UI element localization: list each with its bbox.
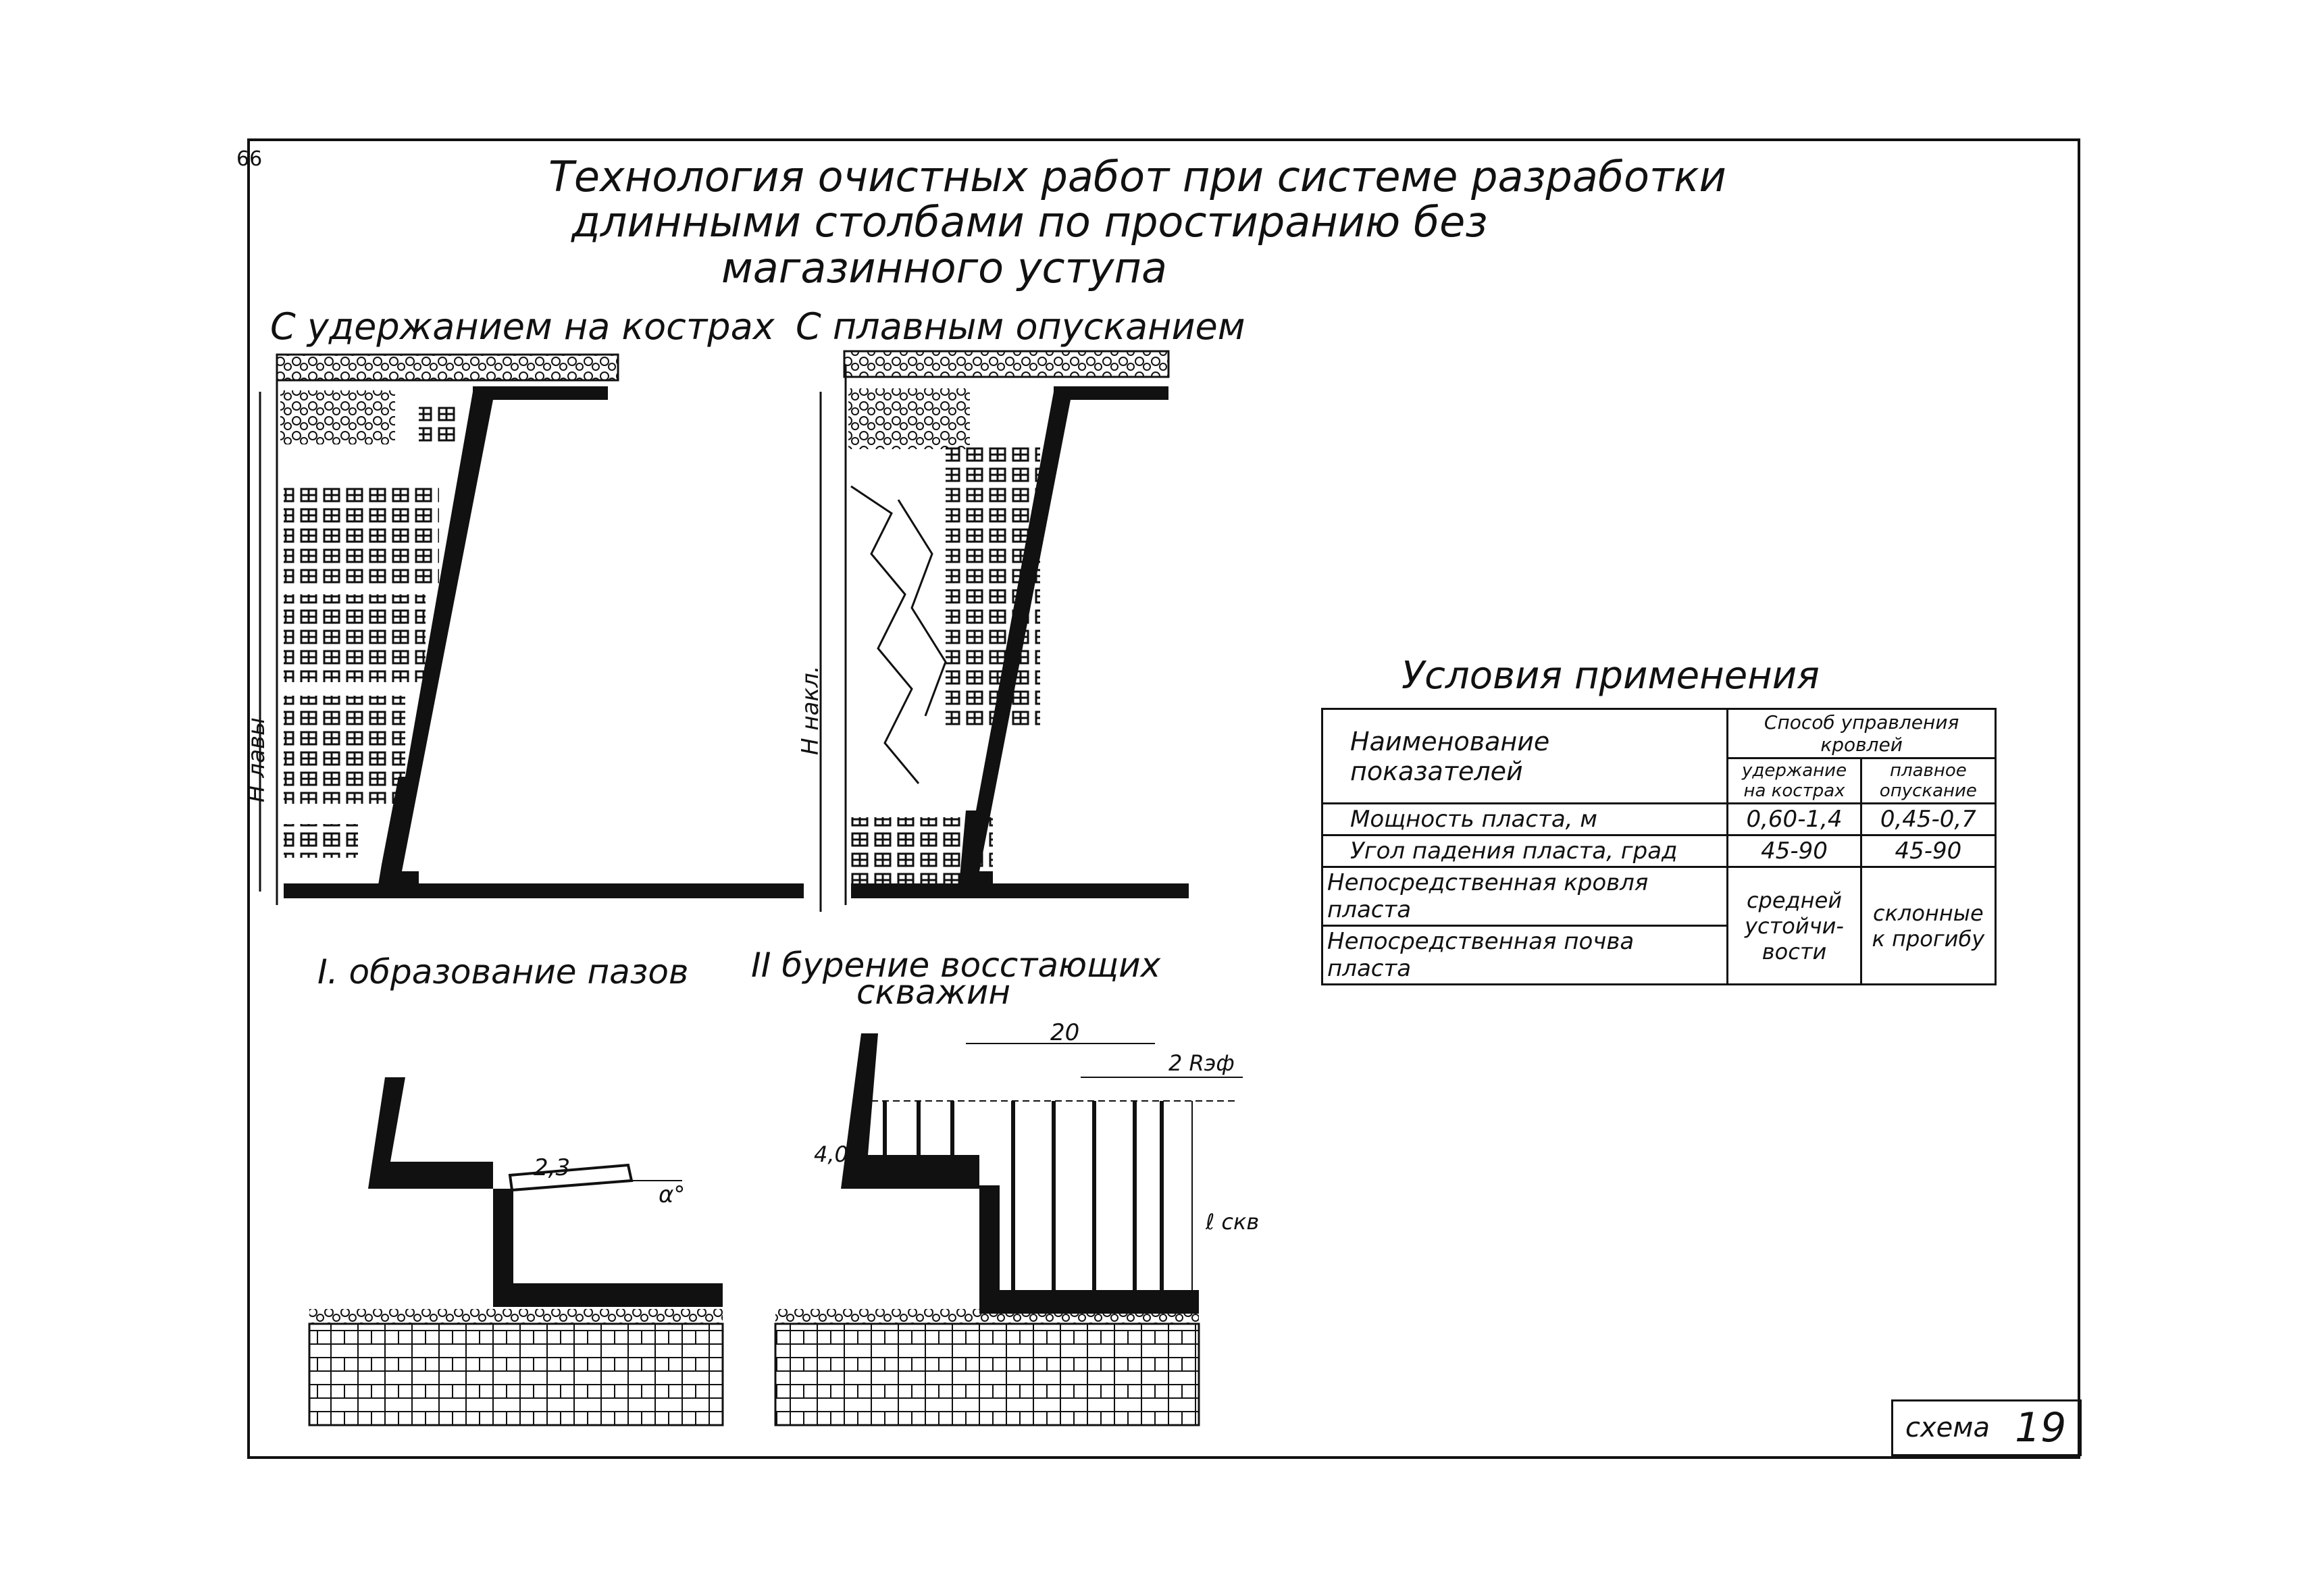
stage1-groove bbox=[508, 1163, 634, 1192]
row-name: Мощность пласта, м bbox=[1320, 802, 1729, 836]
right-goaf-rubble bbox=[848, 388, 970, 449]
col-group-header: Способ управления кровлей bbox=[1726, 708, 1997, 759]
row-value-a: средней устойчи- вости bbox=[1726, 866, 1862, 985]
left-roof-rubble bbox=[276, 353, 619, 382]
stage2-floor-strata bbox=[774, 1322, 1200, 1426]
schema-stamp: схема 19 bbox=[1891, 1399, 2082, 1456]
stage2-floor-rubble bbox=[775, 1309, 1199, 1324]
row-value-a: 45-90 bbox=[1726, 834, 1862, 868]
col-a-header: удержание на кострах bbox=[1726, 757, 1862, 804]
left-cribs-top bbox=[419, 405, 459, 446]
left-longwall-diagram bbox=[259, 353, 804, 905]
stage1-diagram bbox=[308, 1077, 724, 1426]
right-roof-rubble bbox=[843, 350, 1170, 378]
row-value-a: 0,60-1,4 bbox=[1726, 802, 1862, 836]
row-name: Непосредственная кровля пласта bbox=[1320, 866, 1729, 927]
table-row: Мощность пласта, м 0,60-1,4 0,45-0,7 bbox=[1320, 802, 1997, 836]
left-cribs-4 bbox=[284, 824, 358, 858]
row-value-b: 0,45-0,7 bbox=[1859, 802, 1997, 836]
stage1-floor-rubble bbox=[309, 1309, 723, 1324]
row-name: Угол падения пласта, град bbox=[1320, 834, 1729, 868]
row-name: Непосредственная почва пласта bbox=[1320, 925, 1729, 985]
stage2-boreholes bbox=[883, 1101, 1164, 1290]
left-diagram-heading: С удержанием на кострах bbox=[270, 305, 775, 348]
table-row: Непосредственная почва пласта bbox=[1320, 925, 1996, 985]
left-goaf-rubble bbox=[280, 390, 395, 444]
left-coal-face bbox=[378, 386, 608, 885]
stage1-length-dim: 2,3 bbox=[534, 1154, 570, 1181]
right-cracked-roof bbox=[850, 485, 947, 784]
right-longwall-diagram bbox=[819, 350, 1189, 912]
stage2-span-label: 20 bbox=[1050, 1019, 1079, 1046]
stage2-face-profile bbox=[841, 1033, 1199, 1314]
stage1-floor-strata bbox=[308, 1322, 724, 1426]
title-line-2: длинными столбами по простиранию без bbox=[571, 197, 1488, 247]
col-param-header: Наименование показателей bbox=[1320, 708, 1729, 804]
right-haulage-drift bbox=[851, 883, 1189, 898]
drawing-frame bbox=[247, 138, 2080, 1459]
left-cribs-3 bbox=[284, 696, 405, 804]
schema-number: 19 bbox=[2015, 1404, 2067, 1451]
stage2-height-dim: 4,0 bbox=[814, 1141, 848, 1167]
left-cribs-1 bbox=[284, 486, 439, 588]
stage1-face-profile bbox=[368, 1077, 723, 1307]
table-row: Угол падения пласта, град 45-90 45-90 bbox=[1320, 834, 1997, 868]
page-number: 66 bbox=[236, 147, 263, 171]
table-row: Непосредственная кровля пласта средней у… bbox=[1320, 866, 1997, 985]
row-value-b: 45-90 bbox=[1859, 834, 1997, 868]
stage2-depth-label: ℓ скв bbox=[1205, 1209, 1259, 1235]
right-diagram-heading: С плавным опусканием bbox=[796, 305, 1245, 348]
title-line-1: Технология очистных работ при системе ра… bbox=[548, 152, 1726, 201]
stage2-caption-line2: скважин bbox=[856, 973, 1011, 1012]
left-cribs-2 bbox=[284, 594, 426, 682]
stage2-caption-line1: II бурение восстающих bbox=[751, 946, 1161, 985]
conditions-heading: Условия применения bbox=[1402, 654, 1820, 698]
stage2-spacing-label: 2 Rэф bbox=[1168, 1050, 1235, 1076]
row-value-b: склонные к прогибу bbox=[1859, 866, 1997, 985]
stage2-diagram bbox=[774, 1033, 1243, 1426]
stage1-angle-dim: α° bbox=[659, 1181, 685, 1208]
right-coal-face bbox=[959, 386, 1168, 885]
left-haulage-drift bbox=[284, 883, 804, 898]
schema-label: схема bbox=[1905, 1412, 1990, 1443]
title-line-3: магазинного уступа bbox=[721, 243, 1167, 292]
conditions-table: Наименование показателей Способ управлен… bbox=[1320, 708, 1997, 985]
col-b-header: плавное опускание bbox=[1859, 757, 1997, 804]
stage1-caption: I. образование пазов bbox=[317, 952, 689, 992]
